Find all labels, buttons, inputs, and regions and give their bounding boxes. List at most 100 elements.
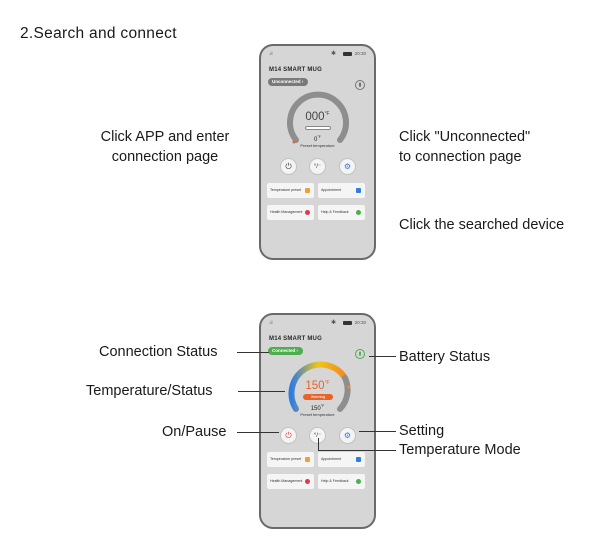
- bluetooth-icon: ✱: [330, 320, 336, 326]
- status-indicator: [305, 126, 331, 130]
- gauge-marker: [347, 385, 351, 389]
- temperature-mode-label: Temperature Mode: [399, 442, 521, 458]
- card-label: Appointment: [321, 457, 342, 461]
- click-unconnected-line1: Click "Unconnected": [399, 129, 531, 145]
- temperature-mode-button[interactable]: °/⁻: [309, 427, 326, 444]
- battery-icon[interactable]: ▮: [355, 349, 365, 359]
- status-time: 20:30: [354, 320, 366, 325]
- connection-status-text: Unconnected: [272, 79, 301, 84]
- card-label: Temperature preset: [270, 457, 302, 461]
- settings-button[interactable]: ⚙: [339, 158, 356, 175]
- power-button[interactable]: ⏻: [280, 158, 297, 175]
- heart-icon: [305, 479, 310, 484]
- heart-icon: [305, 210, 310, 215]
- section-heading: 2.Search and connect: [20, 25, 177, 42]
- card-health-management[interactable]: Health Management: [267, 474, 314, 489]
- current-temperature: 150°F: [261, 380, 374, 392]
- help-icon: [356, 210, 361, 215]
- battery-indicator-icon: [343, 52, 352, 56]
- card-label: Health Management: [270, 210, 303, 214]
- connection-status-text: Connected: [272, 348, 296, 353]
- setting-pointer: [359, 431, 396, 432]
- preset-temperature-label: Preset temperature: [300, 143, 335, 148]
- card-label: Help & Feedback: [321, 210, 349, 214]
- click-app-label: Click APP and enter connection page: [88, 127, 242, 167]
- preset-temperature: 150°F: [261, 404, 374, 412]
- gauge-start-dot: [292, 140, 296, 144]
- battery-icon[interactable]: ▮: [355, 80, 365, 90]
- signal-icon: .ıl: [269, 320, 273, 325]
- flame-icon: [305, 188, 310, 193]
- status-time: 20:30: [354, 51, 366, 56]
- gear-icon: ⚙: [343, 431, 352, 440]
- gauge-arc: [287, 91, 349, 143]
- temperature-gauge: [288, 361, 351, 412]
- calendar-icon: [356, 188, 361, 193]
- preset-temperature-unit: °F: [320, 404, 325, 408]
- preset-temperature: 0°F: [261, 135, 374, 143]
- card-temperature-preset[interactable]: Temperature preset: [267, 183, 314, 198]
- preset-temperature-unit: °F: [317, 135, 321, 139]
- temperature-status-pointer: [238, 391, 285, 392]
- power-icon: ⏻: [285, 431, 292, 440]
- on-pause-pointer: [237, 432, 279, 433]
- click-searched-device-label: Click the searched device: [399, 217, 565, 233]
- connection-status-pill[interactable]: Unconnected ›: [268, 78, 309, 86]
- card-appointment[interactable]: Appointment: [318, 452, 365, 467]
- signal-icon: .ıl: [269, 51, 273, 56]
- click-unconnected-label: Click "Unconnected" to connection page: [399, 127, 530, 167]
- card-label: Help & Feedback: [321, 479, 349, 483]
- current-temperature-value: 000: [305, 111, 325, 123]
- current-temperature: 000°F: [261, 111, 374, 123]
- click-app-label-line1: Click APP and enter: [100, 129, 230, 145]
- temperature-mode-pointer-vertical: [318, 438, 319, 450]
- gauge-arc-filled: [288, 361, 348, 412]
- card-help-feedback[interactable]: Help & Feedback: [318, 205, 365, 220]
- connection-status-label: Connection Status: [99, 344, 218, 360]
- click-app-label-line2: connection page: [111, 149, 219, 165]
- temperature-mode-icon: °/⁻: [313, 433, 322, 439]
- current-temperature-value: 150: [305, 380, 325, 392]
- preset-temperature-value: 150: [310, 406, 321, 412]
- status-bar: .ıl ✱ 20:30: [269, 51, 366, 59]
- card-label: Appointment: [321, 188, 342, 192]
- connection-status-pill[interactable]: Connected ›: [268, 347, 304, 355]
- help-icon: [356, 479, 361, 484]
- on-pause-label: On/Pause: [162, 424, 227, 440]
- phone-mockup-connected: .ıl ✱ 20:30 M14 SMART MUG Connected › ▮ …: [259, 313, 376, 529]
- temperature-status-label: Temperature/Status: [86, 383, 213, 399]
- current-temperature-unit: °F: [324, 380, 330, 387]
- current-temperature-unit: °F: [324, 111, 330, 118]
- app-title: M14 SMART MUG: [269, 67, 322, 73]
- settings-button[interactable]: ⚙: [339, 427, 356, 444]
- connection-status-pointer: [237, 352, 269, 353]
- gear-icon: ⚙: [343, 162, 352, 171]
- click-unconnected-line2: to connection page: [399, 149, 522, 165]
- calendar-icon: [356, 457, 361, 462]
- preset-temperature-label: Preset temperature: [300, 412, 335, 417]
- bluetooth-icon: ✱: [330, 51, 336, 57]
- card-appointment[interactable]: Appointment: [318, 183, 365, 198]
- setting-label: Setting: [399, 423, 445, 439]
- battery-status-label: Battery Status: [399, 349, 491, 365]
- card-help-feedback[interactable]: Help & Feedback: [318, 474, 365, 489]
- temperature-mode-button[interactable]: °/⁻: [309, 158, 326, 175]
- gauge-arc-remaining: [337, 375, 351, 412]
- temperature-mode-pointer: [318, 450, 396, 451]
- power-icon: ⏻: [285, 162, 292, 171]
- status-bar: .ıl ✱ 20:30: [269, 320, 366, 328]
- card-label: Health Management: [270, 479, 303, 483]
- card-label: Temperature preset: [270, 188, 302, 192]
- battery-indicator-icon: [343, 321, 352, 325]
- power-button[interactable]: ⏻: [280, 427, 297, 444]
- app-title: M14 SMART MUG: [269, 336, 322, 342]
- flame-icon: [305, 457, 310, 462]
- preset-temperature-value: 0: [314, 137, 318, 143]
- status-badge: Warming: [303, 394, 333, 400]
- temperature-mode-icon: °/⁻: [313, 164, 322, 170]
- temperature-gauge: [287, 91, 349, 144]
- battery-status-pointer: [369, 356, 396, 357]
- phone-mockup-unconnected: .ıl ✱ 20:30 M14 SMART MUG Unconnected › …: [259, 44, 376, 260]
- card-temperature-preset[interactable]: Temperature preset: [267, 452, 314, 467]
- card-health-management[interactable]: Health Management: [267, 205, 314, 220]
